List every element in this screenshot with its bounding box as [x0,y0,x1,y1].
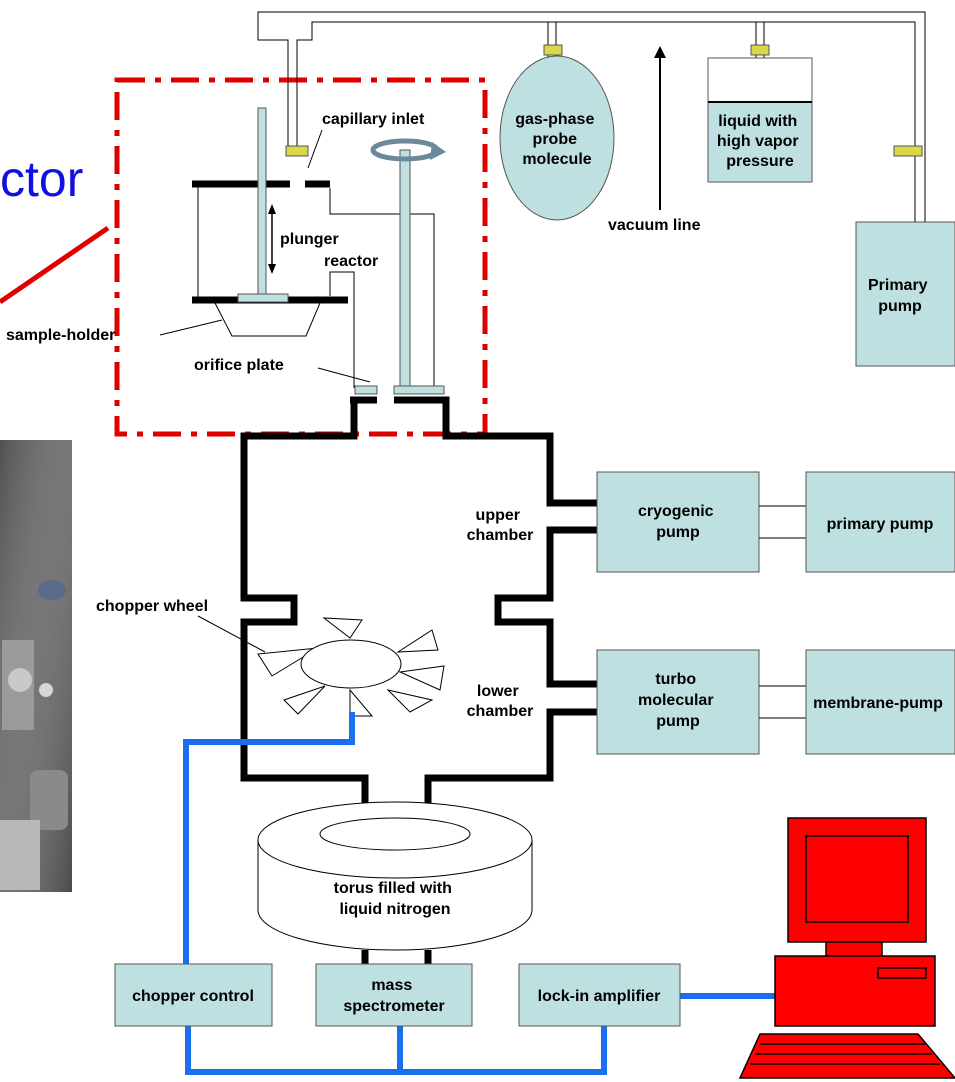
photo-thumbnail [0,440,72,892]
vacuum-chamber [244,400,598,822]
plunger-label: plunger [280,231,339,248]
torus [258,802,532,950]
reactor-label: reactor [324,253,378,270]
computer-icon [740,818,955,1078]
orifice-plate-label: orifice plate [194,357,284,374]
reactor-zoom-frame [117,80,485,434]
capillary-inlet-label: capillary inlet [322,111,425,128]
primary-pump-bottom-label: primary pump [827,516,934,533]
lower-chamber-label: lower chamber [467,683,534,720]
mass-spectrometer-box [316,964,472,1026]
heading-fragment: ctor [0,151,83,207]
pointer-line [0,228,108,302]
lock-in-amplifier-label: lock-in amplifier [538,988,661,1005]
chopper-wheel [198,616,444,716]
vacuum-line-label: vacuum line [608,217,701,234]
liquid-reservoir-label: liquid with high vapor pressure [717,113,803,170]
membrane-pump-label: membrane-pump [813,695,943,712]
chopper-wheel-label: chopper wheel [96,598,208,615]
chopper-control-label: chopper control [132,988,254,1005]
primary-pump-top [856,222,955,366]
sample-holder-label: sample-holder [6,327,115,344]
upper-chamber-label: upper chamber [467,507,534,544]
vertical-arrow-icon [654,46,666,58]
cryogenic-pump [597,472,759,572]
